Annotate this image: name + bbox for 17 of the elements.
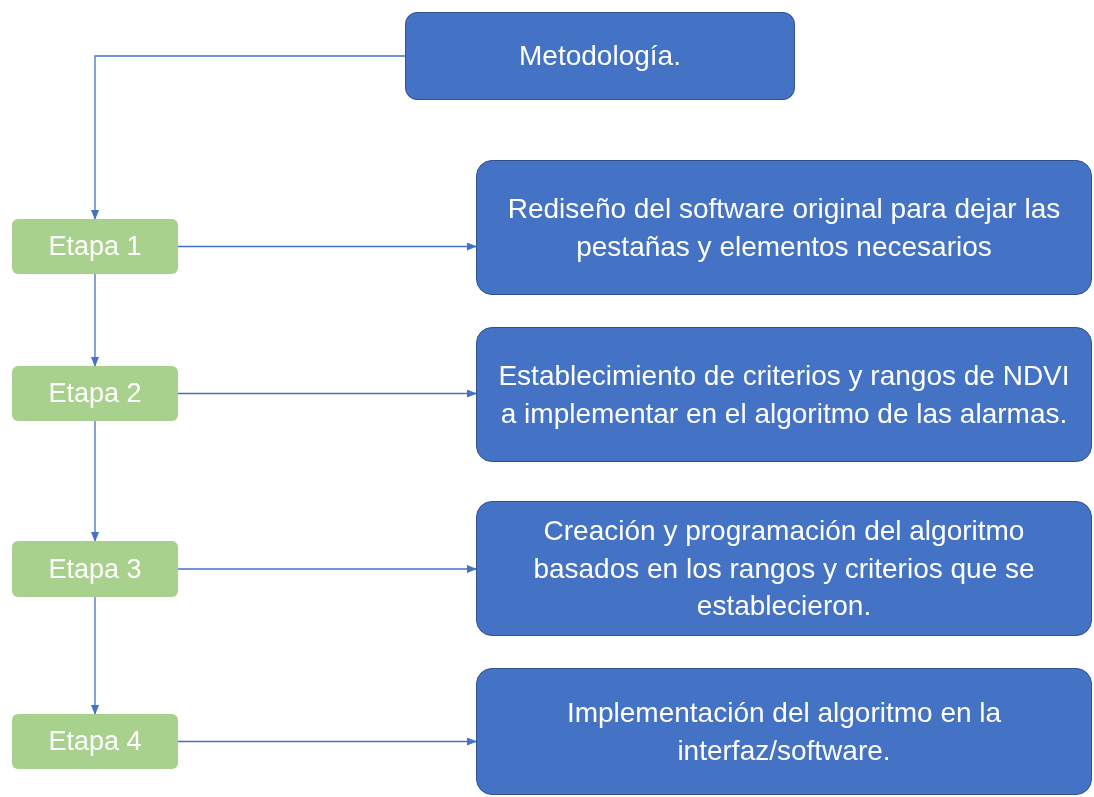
process-box: Creación y programación del algoritmo basados en los rangos y criterios que se establecieron. [476,501,1092,636]
connector-arrow [177,242,477,251]
connector-arrow [91,273,99,367]
stage-box: Etapa 2 [12,366,178,421]
stage-box: Etapa 3 [12,541,178,597]
stage-box: Etapa 1 [12,219,178,274]
process-box: Establecimiento de criterios y rangos de NDVI a implementar en el algoritmo de las alarmas. [476,327,1092,462]
process-box: Implementación del algoritmo en la interfaz/software. [476,668,1092,795]
process-box: Rediseño del software original para dejar las pestañas y elementos necesarios [476,160,1092,295]
connector-arrow [91,55,406,220]
title-box: Metodología. [405,12,795,100]
connector-arrow [177,565,477,573]
connector-arrow [91,596,99,715]
connector-arrow [177,389,477,398]
connector-arrow [91,420,99,542]
stage-box: Etapa 4 [12,714,178,769]
connector-arrow [177,737,477,746]
